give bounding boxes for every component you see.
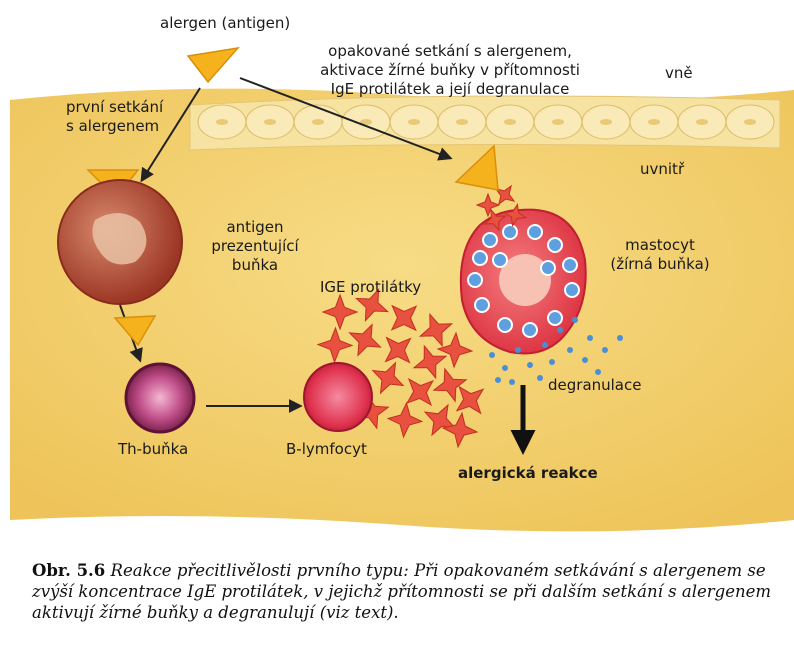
granule: [482, 232, 498, 248]
released-granule: [515, 347, 521, 353]
ige-antibody: [455, 385, 485, 415]
label-outside: vně: [665, 64, 693, 82]
ige-antibody: [432, 367, 468, 403]
epithelial-nucleus: [552, 119, 564, 125]
allergen-on-mastocyte: [454, 144, 499, 191]
released-granule: [502, 365, 508, 371]
arrow-repeat-contact: [239, 77, 453, 161]
released-granule: [582, 357, 588, 363]
granule: [467, 272, 483, 288]
ige-antibody: [354, 287, 390, 323]
granule: [502, 224, 518, 240]
ige-antibody: [475, 192, 501, 218]
mastocyte-granules: [467, 224, 580, 338]
ige-antibody: [384, 336, 412, 364]
ige-antibody: [483, 208, 507, 232]
ige-antibody: [436, 331, 474, 369]
allergen-triangle-top: [186, 46, 240, 84]
ige-antibody: [418, 312, 454, 348]
epithelial-nucleus: [264, 119, 276, 125]
epithelial-nucleus: [744, 119, 756, 125]
b-lymphocyte: [303, 362, 373, 432]
label-mastocyte: mastocyt (žírná buňka): [610, 236, 710, 273]
ige-antibody: [412, 344, 448, 380]
ige-on-mastocyte: [475, 184, 528, 232]
allergen-on-th: [113, 315, 157, 347]
ige-antibody: [502, 202, 528, 228]
granule: [522, 322, 538, 338]
ige-antibody: [441, 411, 479, 449]
granule: [547, 237, 563, 253]
released-granule: [595, 369, 601, 375]
epithelial-nucleus: [600, 119, 612, 125]
released-granule: [527, 362, 533, 368]
label-allergen: alergen (antigen): [160, 14, 291, 32]
mastocyte-nucleus: [499, 254, 551, 306]
released-granule: [587, 335, 593, 341]
released-granule: [557, 327, 563, 333]
epithelial-nucleus: [456, 119, 468, 125]
label-degranulation: degranulace: [548, 376, 642, 394]
label-allergic-reaction: alergická reakce: [458, 464, 598, 482]
diagram-canvas: [10, 46, 794, 532]
epithelial-nucleus: [696, 119, 708, 125]
epithelial-nucleus: [504, 119, 516, 125]
granule: [564, 282, 580, 298]
ige-antibody: [371, 361, 405, 395]
epithelial-nucleus: [648, 119, 660, 125]
granule: [562, 257, 578, 273]
mastocyte: [459, 208, 587, 355]
released-granule: [572, 317, 578, 323]
released-granules: [489, 317, 623, 385]
released-granule: [549, 359, 555, 365]
released-granule: [537, 375, 543, 381]
granule: [474, 297, 490, 313]
granule: [497, 317, 513, 333]
released-granule: [495, 377, 501, 383]
caption-text: Reakce přecitlivělosti prvního typu: Při…: [32, 561, 771, 622]
apc-nucleus: [92, 212, 147, 265]
ige-antibody: [321, 293, 359, 331]
ige-antibodies: [316, 287, 485, 449]
released-granule: [489, 352, 495, 358]
epithelial-nucleus: [408, 119, 420, 125]
caption-number: Obr. 5.6: [32, 561, 106, 580]
epithelial-nucleus: [360, 119, 372, 125]
ige-antibody: [405, 377, 435, 407]
released-granule: [542, 342, 548, 348]
th-cell: [124, 362, 196, 434]
ige-antibody: [386, 401, 424, 439]
label-inside: uvnitř: [640, 160, 685, 178]
granule: [540, 260, 556, 276]
diagram-area: alergen (antigen) opakované setkání s al…: [10, 14, 794, 532]
granule: [547, 310, 563, 326]
epithelial-nucleus: [216, 119, 228, 125]
granule: [472, 250, 488, 266]
label-th-cell: Th-buňka: [118, 440, 189, 458]
ige-antibody: [348, 323, 382, 357]
label-repeat-contact: opakované setkání s alergenem, aktivace …: [320, 42, 580, 98]
released-granule: [567, 347, 573, 353]
epithelium-layer: [189, 95, 781, 151]
released-granule: [509, 379, 515, 385]
released-granule: [602, 347, 608, 353]
label-apc: antigen prezentující buňka: [211, 218, 299, 274]
figure-caption: Obr. 5.6 Reakce přecitlivělosti prvního …: [32, 560, 772, 623]
label-b-cell: B-lymfocyt: [286, 440, 367, 458]
released-granule: [617, 335, 623, 341]
label-first-contact: první setkání s alergenem: [66, 98, 164, 135]
ige-antibody: [390, 304, 418, 332]
epithelial-nucleus: [312, 119, 324, 125]
granule: [492, 252, 508, 268]
ige-antibody: [316, 326, 354, 364]
arrow-first-contact: [140, 87, 201, 183]
label-ige: IGE protilátky: [320, 278, 422, 296]
granule: [527, 224, 543, 240]
ige-antibody: [423, 403, 457, 437]
